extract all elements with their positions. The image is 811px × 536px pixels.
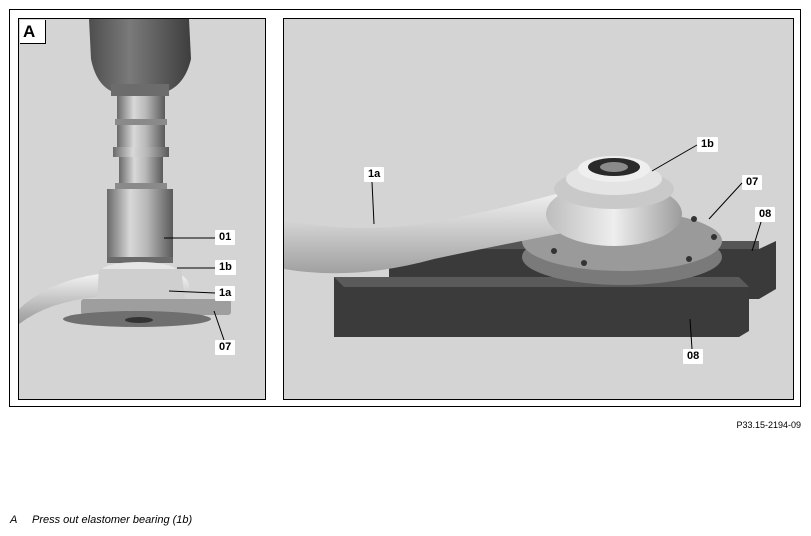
panel-letter: A xyxy=(20,20,46,44)
callout-label-01: 01 xyxy=(215,230,236,245)
callout-label-1a: 1a xyxy=(215,286,236,301)
right-illustration-panel: 1a 1b 07 08 08 xyxy=(283,18,794,400)
callout-label-1a: 1a xyxy=(364,167,385,182)
callout-label-08-upper: 08 xyxy=(755,207,776,222)
figure-frame: A 01 1b 1a 07 xyxy=(9,9,801,407)
figure-id: P33.15-2194-09 xyxy=(736,420,801,430)
figure-caption: A Press out elastomer bearing (1b) xyxy=(10,514,192,526)
callout-label-1b: 1b xyxy=(215,260,236,275)
callout-label-07: 07 xyxy=(215,340,236,355)
callout-label-07: 07 xyxy=(742,175,763,190)
callout-label-1b: 1b xyxy=(697,137,718,152)
left-illustration-panel: A 01 1b 1a 07 xyxy=(18,18,266,400)
caption-text: Press out elastomer bearing (1b) xyxy=(32,514,193,526)
caption-key: A xyxy=(10,514,18,526)
press-tool-illustration xyxy=(19,19,231,327)
callout-label-08-lower: 08 xyxy=(683,349,704,364)
support-blocks-illustration xyxy=(284,156,776,337)
